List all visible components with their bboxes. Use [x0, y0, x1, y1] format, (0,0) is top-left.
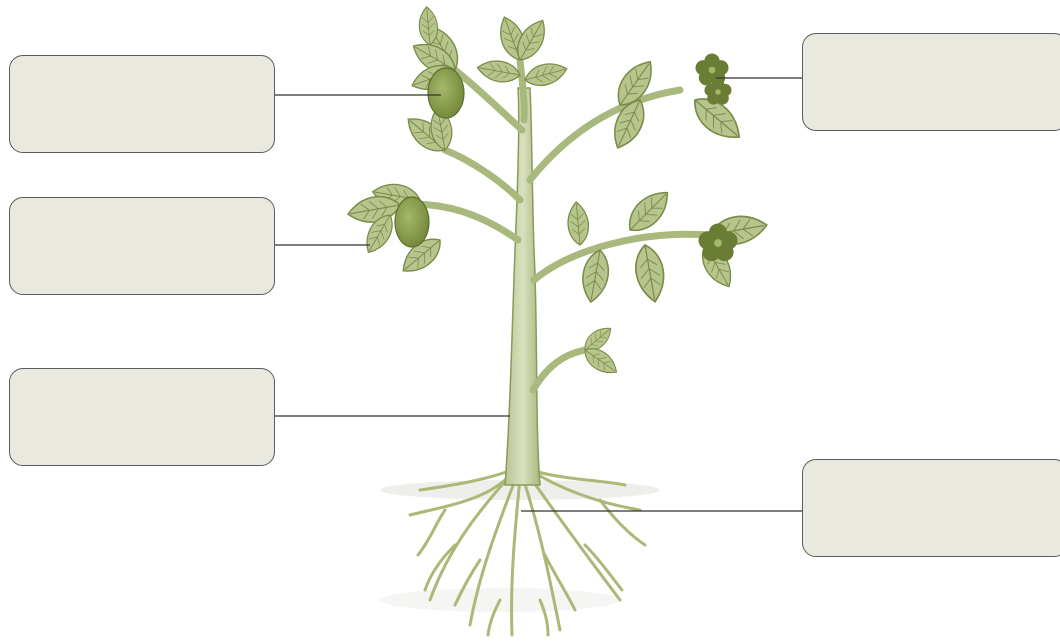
label-box-root[interactable]	[802, 459, 1060, 557]
label-box-leaf[interactable]	[9, 197, 275, 295]
label-box-flower[interactable]	[802, 33, 1060, 131]
stem	[505, 88, 540, 485]
soil-texture	[380, 480, 660, 612]
label-box-fruit[interactable]	[9, 55, 275, 153]
label-box-stem[interactable]	[9, 368, 275, 466]
